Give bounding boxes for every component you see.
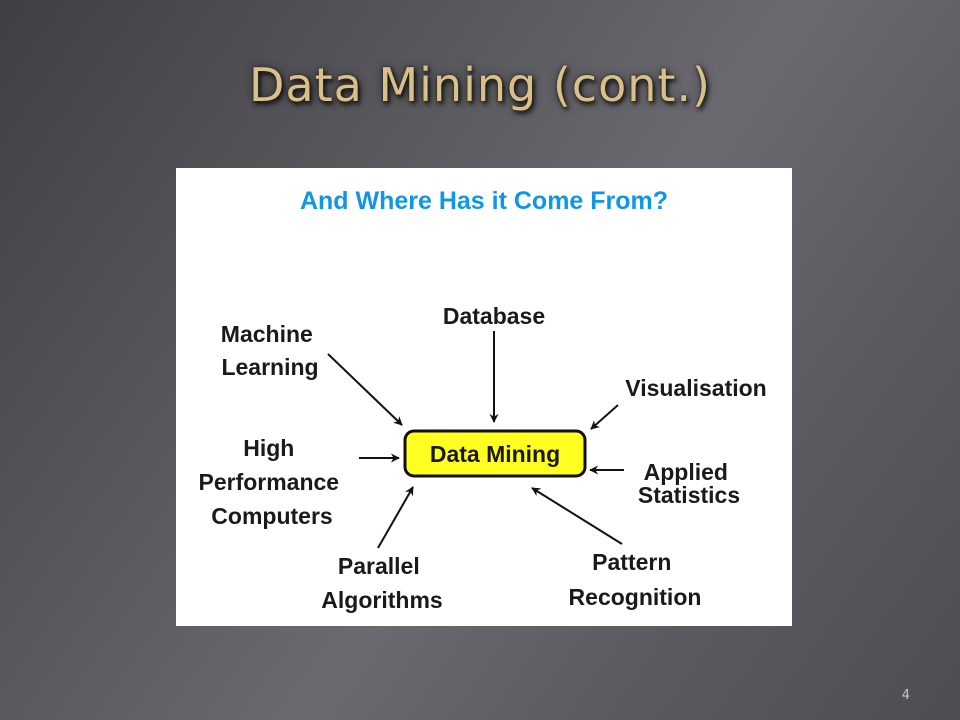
arrow-pattern-recognition xyxy=(531,487,623,545)
label-parallel-algorithms: Parallel Algorithms xyxy=(321,553,442,613)
label-visualisation: Visualisation xyxy=(625,375,766,401)
diagram-figure: And Where Has it Come From? Data Mining … xyxy=(176,168,792,626)
arrow-visualisation xyxy=(590,404,619,430)
page-number: 4 xyxy=(901,688,910,703)
diagram-canvas: And Where Has it Come From? Data Mining … xyxy=(198,187,766,613)
label-applied-statistics: Applied Statistics xyxy=(638,459,740,508)
slide-title: Data Mining (cont.) xyxy=(249,58,711,112)
label-high-performance: High Performance Computers xyxy=(198,435,345,529)
label-database: Database xyxy=(443,303,545,329)
label-pattern-recognition: Pattern Recognition xyxy=(569,549,702,610)
diagram-heading: And Where Has it Come From? xyxy=(300,187,668,215)
label-machine-learning: Machine Learning xyxy=(221,321,319,380)
arrow-machine-learning xyxy=(327,353,403,426)
arrow-parallel-algorithms xyxy=(377,486,414,549)
center-box xyxy=(403,429,587,478)
center-label: Data Mining xyxy=(430,441,560,467)
